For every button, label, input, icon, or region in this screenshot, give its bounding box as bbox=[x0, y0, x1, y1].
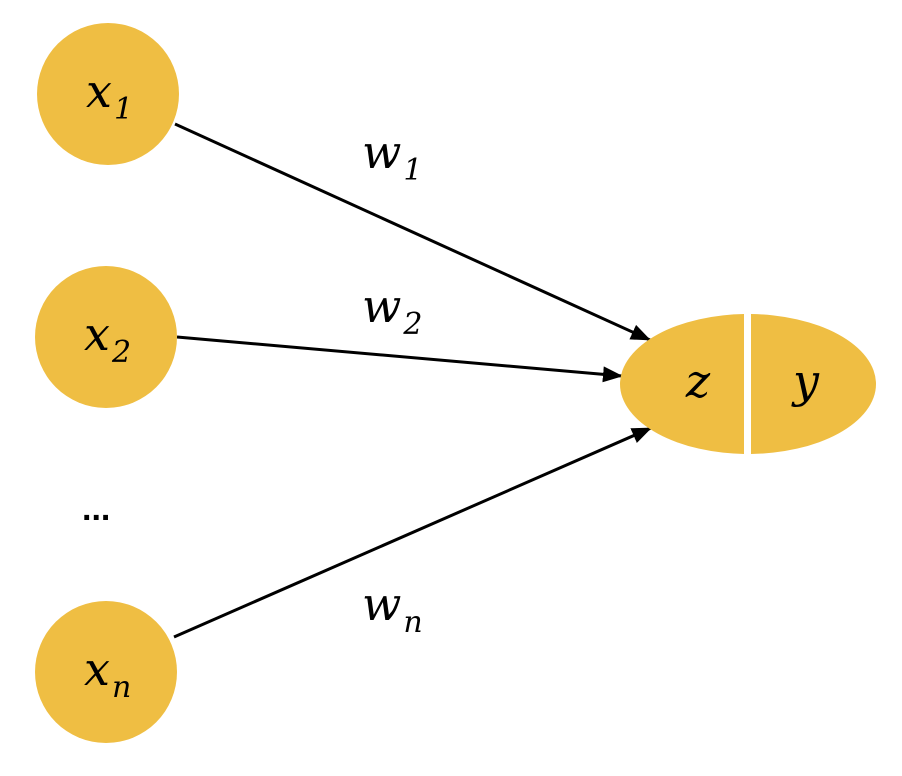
output-node-right-half bbox=[751, 314, 876, 454]
weight-label-base: w bbox=[362, 279, 401, 333]
input-node-xn: xn bbox=[35, 601, 177, 743]
svg-text:x2: x2 bbox=[84, 307, 131, 370]
output-y-label: y bbox=[791, 354, 820, 408]
input-node-x2: x2 bbox=[35, 266, 177, 408]
weight-label-subscript: 2 bbox=[402, 307, 422, 342]
weight-label-subscript: 1 bbox=[403, 153, 422, 188]
weight-label-w1: w1 bbox=[362, 125, 422, 188]
weight-label-base: w bbox=[362, 125, 401, 179]
weight-label-base: w bbox=[362, 577, 401, 631]
output-node-left-half bbox=[620, 314, 744, 454]
edge-x1-to-output bbox=[174, 122, 651, 342]
input-node-subscript: 2 bbox=[111, 335, 131, 370]
weight-label-w2: w2 bbox=[362, 279, 422, 342]
edge-x2-to-output bbox=[176, 335, 623, 383]
input-node-subscript: n bbox=[112, 670, 131, 705]
output-node: z y bbox=[620, 314, 876, 454]
svg-text:xn: xn bbox=[84, 642, 131, 705]
input-node-label: x bbox=[86, 64, 112, 118]
edge-xn-to-output bbox=[173, 426, 652, 639]
svg-text:x1: x1 bbox=[86, 64, 133, 127]
ellipsis-label: ... bbox=[82, 490, 110, 528]
weight-label-subscript: n bbox=[403, 605, 422, 640]
input-node-label: x bbox=[84, 307, 110, 361]
input-node-circle bbox=[35, 601, 177, 743]
input-node-subscript: 1 bbox=[114, 92, 133, 127]
input-node-label: x bbox=[84, 642, 110, 696]
input-node-circle bbox=[35, 266, 177, 408]
input-node-circle bbox=[37, 23, 179, 165]
input-node-x1: x1 bbox=[37, 23, 179, 165]
output-z-label: z bbox=[685, 354, 711, 408]
weight-label-wn: wn bbox=[362, 577, 423, 640]
